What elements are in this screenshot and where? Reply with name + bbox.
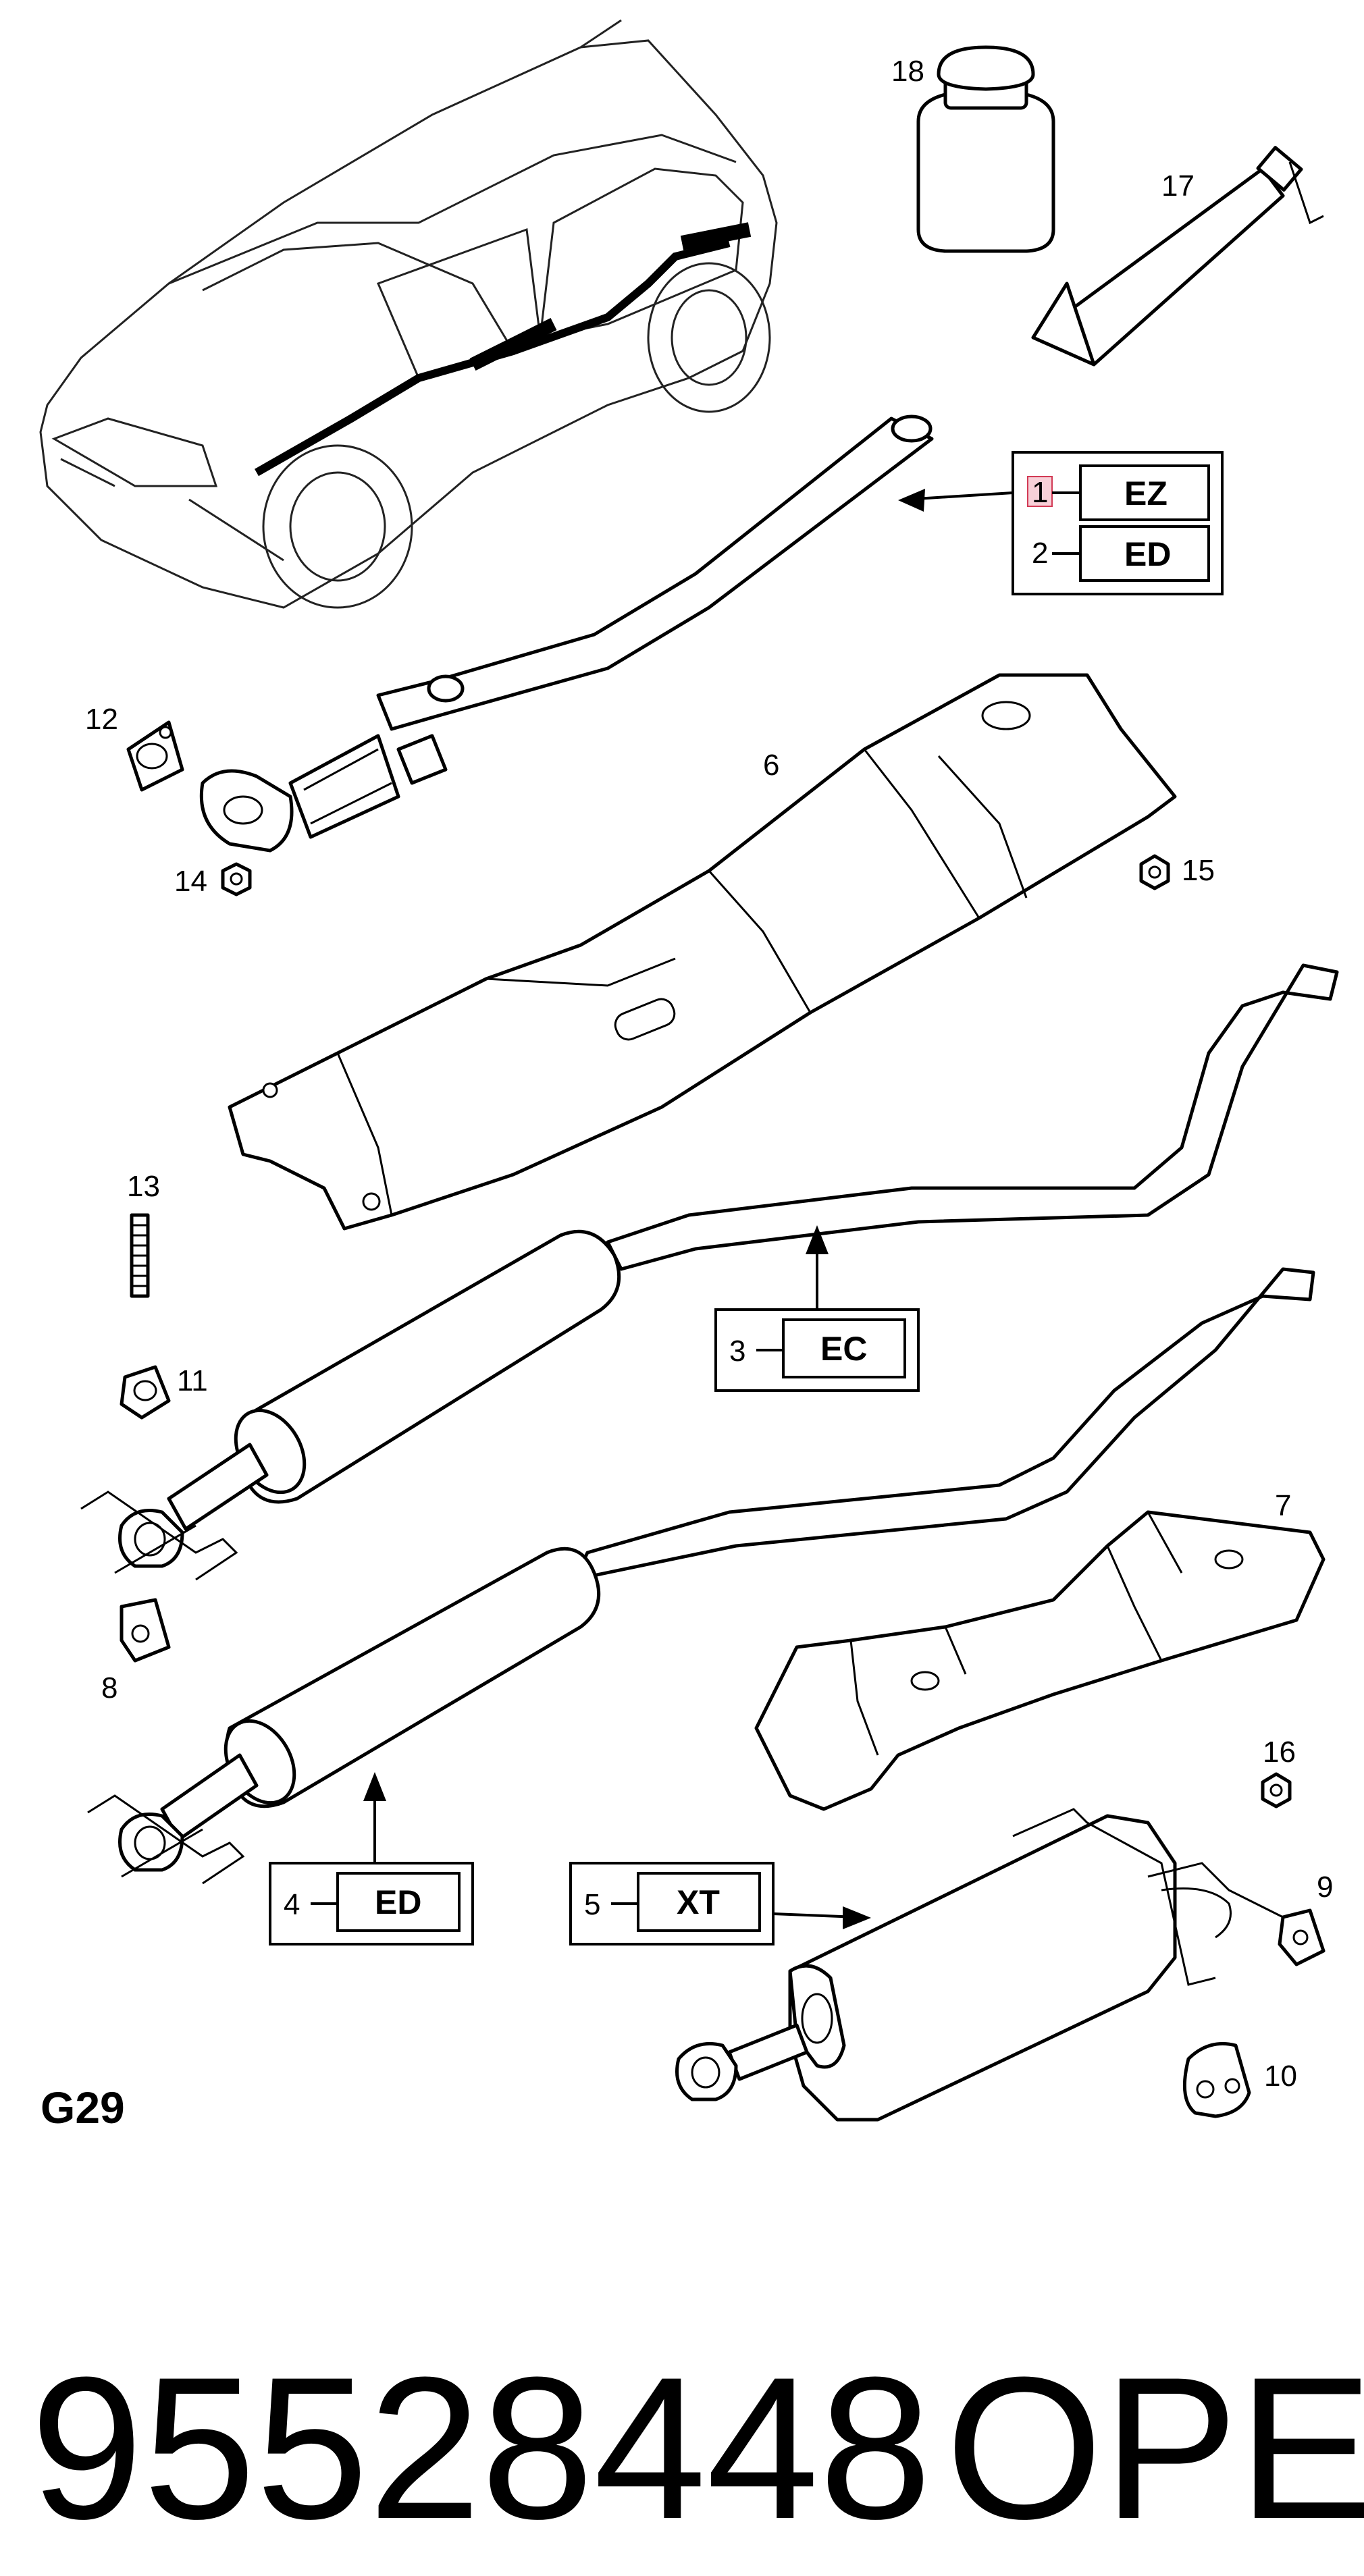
brand-name: OPEL: [945, 2334, 1364, 2561]
part-8-rubber-hanger: 8: [101, 1598, 171, 1705]
part-13-stud: 13: [127, 1170, 160, 1298]
code-xt: XT: [677, 1883, 720, 1921]
code-ec: EC: [820, 1330, 867, 1368]
section-code: G29: [41, 2083, 125, 2132]
part-3-center-muffler: [80, 963, 1339, 1581]
callout-18: 18: [891, 55, 924, 88]
callout-1: 1: [1032, 476, 1048, 509]
part-7-rear-heat-shield: 7: [754, 1489, 1326, 1811]
code-box-pipe-variants: 1 2 EZ ED: [898, 451, 1224, 595]
callout-17: 17: [1161, 169, 1195, 203]
callout-11: 11: [177, 1364, 208, 1397]
part-15-nut: 15: [1139, 854, 1215, 890]
part-10-rubber-hanger: 10: [1182, 2042, 1297, 2118]
part-18-sealant-bottle: 18: [891, 45, 1055, 253]
callout-4: 4: [284, 1888, 300, 1921]
callout-5: 5: [584, 1888, 600, 1921]
callout-14: 14: [174, 865, 207, 898]
part-16-nut: 16: [1261, 1736, 1296, 1808]
callout-16: 16: [1263, 1736, 1296, 1769]
code-ez: EZ: [1124, 475, 1168, 512]
highlight-marker: [1027, 476, 1053, 507]
callout-12: 12: [85, 703, 118, 736]
part-17-paste-tube: 17: [1031, 146, 1324, 367]
part-number: 95528448: [30, 2334, 932, 2561]
part-14-nut: 14: [174, 862, 252, 898]
callout-2: 2: [1032, 537, 1048, 570]
callout-9: 9: [1317, 1871, 1333, 1904]
callout-13: 13: [127, 1170, 160, 1203]
callout-8: 8: [101, 1671, 117, 1705]
part-6-heat-shield: 6: [228, 673, 1177, 1231]
callout-7: 7: [1275, 1489, 1291, 1522]
code-box-rear-muffler: 5 XT: [569, 1862, 871, 1946]
code-ed-mid: ED: [375, 1883, 421, 1921]
part-5-rear-muffler: [675, 1808, 1284, 2122]
part-1-front-pipe: [199, 414, 934, 853]
vehicle-illustration: [39, 19, 778, 609]
callout-3: 3: [729, 1335, 745, 1368]
part-12-gasket: 12: [85, 703, 184, 792]
callout-15: 15: [1182, 854, 1215, 887]
code-box-alt-muffler: 4 ED: [269, 1772, 474, 1946]
part-11-clamp: 11: [120, 1364, 208, 1420]
part-9-rubber-hanger: 9: [1278, 1871, 1333, 1966]
callout-6: 6: [763, 749, 779, 782]
code-box-center-muffler: 3 EC: [714, 1225, 920, 1392]
callout-10: 10: [1264, 2060, 1297, 2093]
part-4-center-muffler-alt: [87, 1267, 1315, 1885]
code-ed-top: ED: [1124, 535, 1171, 573]
